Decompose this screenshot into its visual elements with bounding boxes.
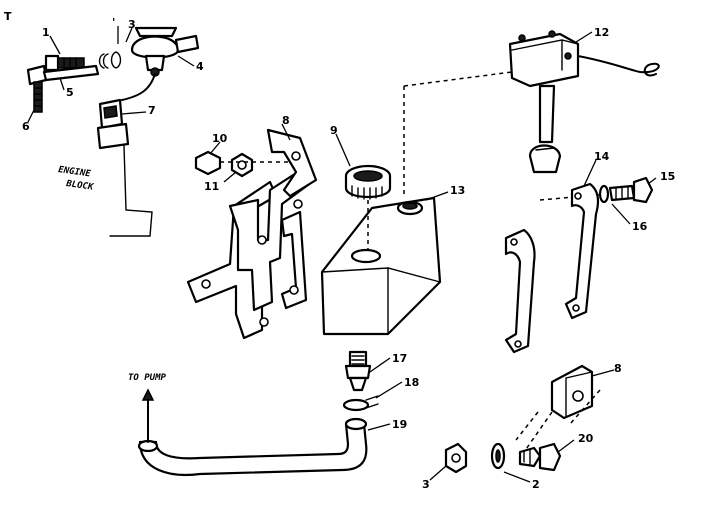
fuel-tank [320, 71, 513, 336]
callout-18: 18 [404, 376, 419, 389]
callout-8: 8 [282, 114, 290, 127]
callout-13: 13 [450, 184, 465, 197]
callout-11: 11 [204, 180, 219, 193]
tank-mounting-brackets [186, 128, 318, 340]
corner-mark: T [4, 10, 12, 23]
callout-15: 15 [660, 170, 675, 183]
fuel-pump-assembly [26, 26, 200, 237]
callout-7: 7 [148, 104, 156, 117]
callout-3-lower: 3 [422, 478, 430, 491]
callout-20: 20 [578, 432, 594, 445]
callout-17: 17 [392, 352, 407, 365]
callout-2-lower: 2 [532, 478, 540, 491]
callout-numbers: 1 ' 3 4 5 6 7 8 9 10 11 12 13 14 15 16 1… [22, 16, 675, 491]
callout-9: 9 [330, 124, 338, 137]
callout-10: 10 [212, 132, 228, 145]
callout-4: 4 [196, 60, 204, 73]
diagram-notes: ENGINE BLOCK TO PUMP [58, 165, 167, 383]
engine-block-label-line2: BLOCK [65, 179, 96, 193]
callout-16: 16 [632, 220, 648, 233]
callout-8-lower: 8 [614, 362, 622, 375]
callout-19: 19 [392, 418, 407, 431]
tank-straps [504, 176, 654, 354]
callout-5: 5 [66, 86, 74, 99]
fuel-sender-unit [508, 30, 660, 174]
fuel-cap [344, 164, 392, 200]
callout-12: 12 [594, 26, 609, 39]
callout-6: 6 [22, 120, 30, 133]
to-pump-label: TO PUMP [128, 373, 167, 383]
callout-leaders [27, 26, 657, 483]
engine-block-label-line1: ENGINE [58, 165, 92, 180]
fuel-line-assembly [137, 350, 379, 476]
callout-14: 14 [594, 150, 610, 163]
callout-1-tick: ' [112, 16, 115, 29]
callout-1: 1 [42, 26, 50, 39]
callout-3: 3 [128, 18, 136, 31]
fuel-valve-fittings [444, 364, 601, 474]
